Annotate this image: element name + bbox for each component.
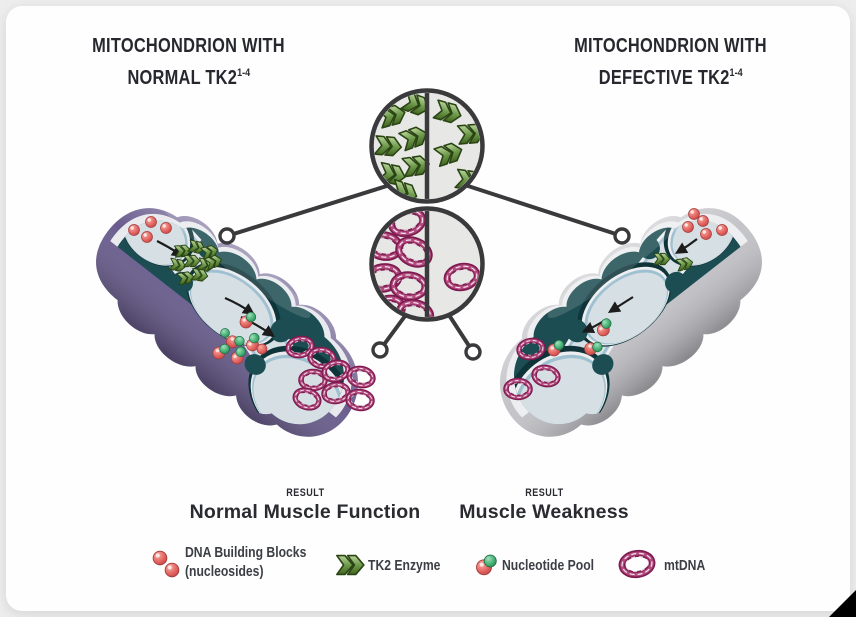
nucleotide-dot — [220, 328, 230, 338]
mtdna-inset-circle — [369, 206, 485, 322]
right-mitochondrion — [464, 176, 789, 471]
corner-fold — [829, 590, 856, 617]
nucleoside-dot — [700, 228, 712, 240]
connector-dot — [464, 343, 482, 361]
connector-line — [226, 183, 391, 238]
title-right: MITOCHONDRION WITH DEFECTIVE TK21-4 — [574, 35, 768, 89]
connector-dot — [613, 227, 631, 245]
legend-label-tk2-enzyme: TK2 Enzyme — [368, 558, 441, 574]
left-mitochondrion — [69, 176, 394, 471]
legend-label-dna-building-blocks: DNA Building Blocks (nucleosides) — [185, 545, 307, 580]
result-left: RESULT Normal Muscle Function — [189, 487, 421, 523]
title-left: MITOCHONDRION WITH NORMAL TK21-4 — [92, 35, 286, 89]
legend-mtdna-icon — [621, 552, 654, 577]
nucleoside-dot — [141, 231, 153, 243]
legend-label-nucleotide-pool: Nucleotide Pool — [502, 558, 595, 574]
legend-dna-building-blocks-icon — [152, 550, 180, 578]
nucleoside-dot — [145, 216, 157, 228]
legend-nucleotide-pool-icon — [475, 554, 497, 576]
nucleoside-dot — [688, 208, 700, 220]
left-mito-contents — [128, 216, 375, 411]
result-right: RESULT Muscle Weakness — [459, 487, 629, 523]
flow-arrow — [224, 296, 255, 316]
legend-tk2-enzyme-icon — [336, 554, 365, 576]
nucleoside-dot — [128, 224, 140, 236]
connector-dot — [371, 341, 389, 359]
legend-label-mtdna: mtDNA — [664, 558, 706, 574]
nucleoside-dot — [682, 221, 694, 233]
nucleoside-dot — [256, 343, 268, 355]
connector-line — [464, 183, 623, 238]
flow-arrow — [607, 296, 634, 313]
right-mito-contents — [506, 208, 728, 398]
tk2-inset-circle — [369, 88, 485, 204]
nucleoside-dot — [160, 222, 172, 234]
connector-dot — [218, 227, 236, 245]
nucleoside-dot — [716, 224, 728, 236]
mtdna-ring-icon — [348, 366, 375, 387]
nucleoside-dot — [697, 215, 709, 227]
flow-arrow — [674, 238, 698, 254]
